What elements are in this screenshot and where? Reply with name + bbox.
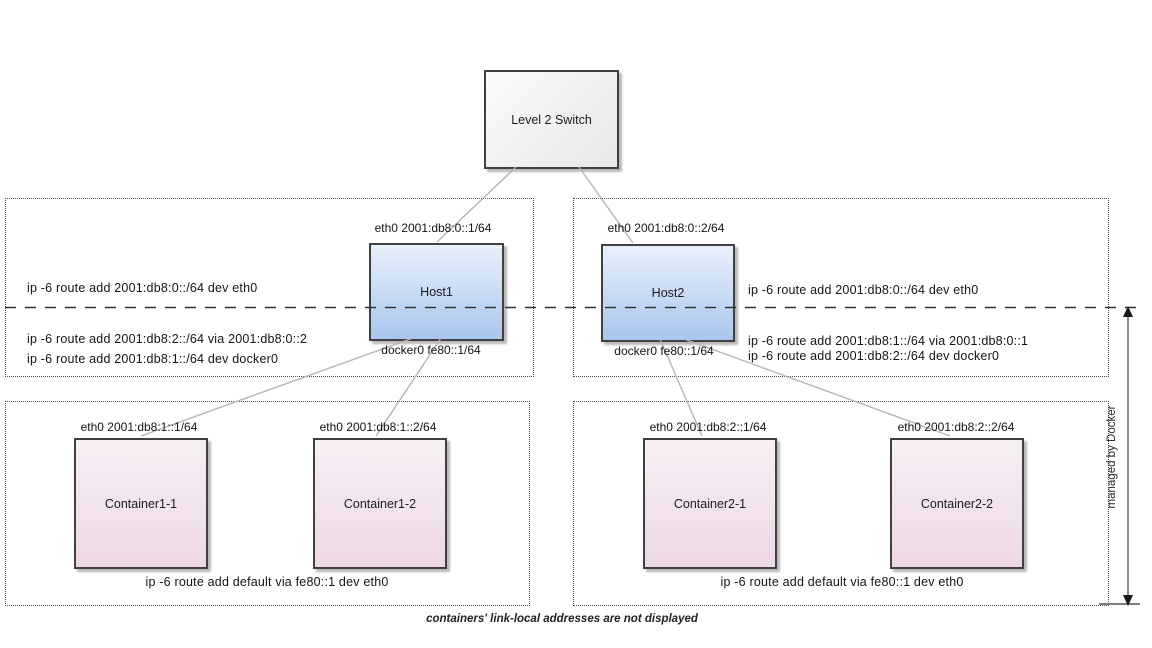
- container2-1-label: Container2-1: [673, 496, 747, 511]
- container2-1-node: Container2-1: [643, 438, 777, 569]
- containers2-default-route-label: ip -6 route add default via fe80::1 dev …: [720, 575, 964, 589]
- switch-node: Level 2 Switch: [484, 70, 619, 169]
- footnote-label: containers' link-local addresses are not…: [426, 613, 698, 625]
- route-line: ip -6 route add 2001:db8:1::/64 via 2001…: [748, 334, 1029, 348]
- route-line: ip -6 route add 2001:db8:2::/64 via 2001…: [27, 332, 308, 346]
- host1-wan-routes: ip -6 route add 2001:db8:0::/64 dev eth0…: [27, 246, 307, 382]
- route-line: ip -6 route add 2001:db8:0::/64 dev eth0: [748, 283, 979, 297]
- container1-1-label: Container1-1: [104, 496, 178, 511]
- arrow-head-up-icon: [1123, 306, 1133, 317]
- route-line: ip -6 route add 2001:db8:0::/64 dev eth0: [27, 281, 258, 295]
- containers1-default-route-label: ip -6 route add default via fe80::1 dev …: [145, 575, 389, 589]
- host2-wan-routes: ip -6 route add 2001:db8:0::/64 dev eth0…: [748, 248, 1028, 384]
- host2-docker0-label: docker0 fe80::1/64: [614, 344, 714, 358]
- container1-2-node: Container1-2: [313, 438, 447, 569]
- host2-lan-routes: ip -6 route add 2001:db8:2::/64 dev dock…: [748, 314, 999, 399]
- container2-2-eth0-label: eth0 2001:db8:2::2/64: [897, 420, 1015, 434]
- host2-eth0-label: eth0 2001:db8:0::2/64: [607, 221, 725, 235]
- container1-2-label: Container1-2: [343, 496, 417, 511]
- container1-1-node: Container1-1: [74, 438, 208, 569]
- host1-node: Host1: [369, 243, 504, 341]
- arrow-head-down-icon: [1123, 595, 1133, 606]
- container2-1-eth0-label: eth0 2001:db8:2::1/64: [649, 420, 767, 434]
- host1-eth0-label: eth0 2001:db8:0::1/64: [374, 221, 492, 235]
- switch-label: Level 2 Switch: [511, 112, 592, 127]
- host2-node: Host2: [601, 244, 735, 342]
- host1-label: Host1: [420, 285, 453, 299]
- host2-label: Host2: [651, 286, 685, 300]
- container2-2-label: Container2-2: [920, 496, 994, 511]
- managed-by-docker-label: managed by Docker: [1106, 405, 1118, 509]
- route-line: ip -6 route add 2001:db8:2::/64 dev dock…: [748, 349, 1000, 363]
- host1-docker0-label: docker0 fe80::1/64: [381, 343, 481, 357]
- container2-2-node: Container2-2: [890, 438, 1024, 569]
- container1-1-eth0-label: eth0 2001:db8:1::1/64: [80, 420, 198, 434]
- container1-2-eth0-label: eth0 2001:db8:1::2/64: [319, 420, 437, 434]
- host1-lan-routes: ip -6 route add 2001:db8:1::/64 dev dock…: [27, 317, 278, 402]
- route-line: ip -6 route add 2001:db8:1::/64 dev dock…: [27, 352, 279, 366]
